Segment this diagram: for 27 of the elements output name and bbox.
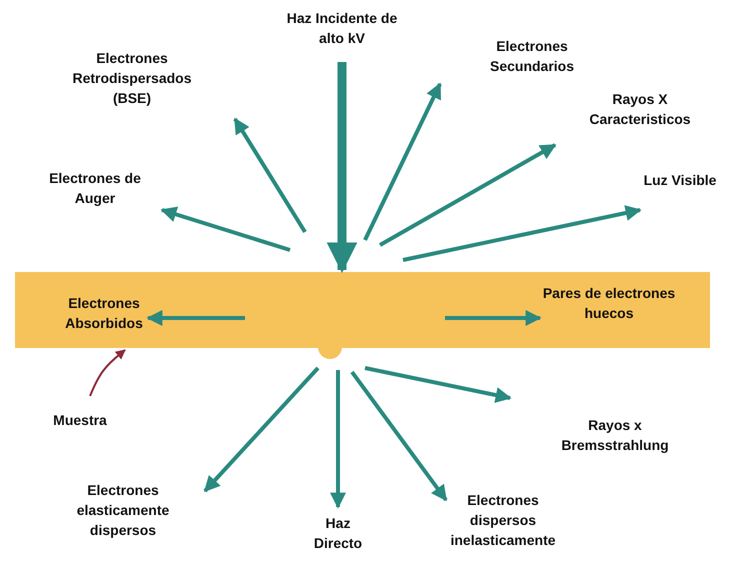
arrow bbox=[89, 349, 126, 396]
arrow bbox=[364, 366, 512, 403]
text-label: Electrones Absorbidos bbox=[45, 293, 163, 335]
arrow bbox=[363, 82, 442, 241]
arrow bbox=[445, 310, 542, 326]
text-label: Electrones Retrodispersados (BSE) bbox=[67, 48, 197, 110]
arrow bbox=[160, 206, 291, 252]
arrow bbox=[146, 310, 245, 326]
arrow bbox=[350, 370, 448, 502]
arrow bbox=[233, 118, 307, 234]
arrow bbox=[204, 366, 320, 492]
text-label: Electrones elasticamente dispersos bbox=[63, 480, 183, 540]
arrow bbox=[402, 205, 642, 262]
arrow bbox=[330, 370, 346, 509]
text-label: Pares de electrones huecos bbox=[537, 283, 681, 325]
text-label: Rayos x Bremsstrahlung bbox=[545, 415, 685, 455]
text-label: Haz Directo bbox=[308, 513, 368, 553]
text-label: Muestra bbox=[45, 410, 115, 430]
text-label: Luz Visible bbox=[638, 170, 722, 190]
sample-band bbox=[15, 272, 710, 348]
text-label: Electrones Secundarios bbox=[472, 36, 592, 78]
text-label: Electrones de Auger bbox=[45, 168, 145, 210]
arrow bbox=[379, 143, 556, 247]
text-label: Rayos X Caracteristicos bbox=[580, 89, 700, 131]
text-label: Electrones dispersos inelasticamente bbox=[448, 490, 558, 550]
arrow bbox=[326, 62, 358, 274]
text-label: Haz Incidente de alto kV bbox=[277, 8, 407, 48]
